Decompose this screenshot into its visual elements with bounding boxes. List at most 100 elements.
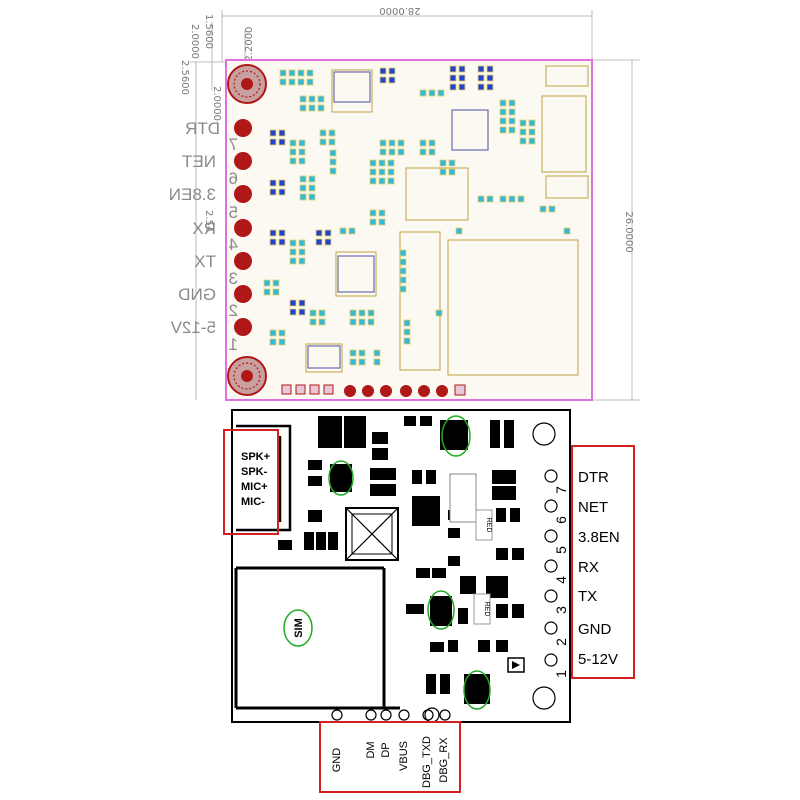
smd-pad (278, 338, 286, 346)
ghost-num-1: 1 (229, 335, 238, 354)
smd-pad (269, 179, 277, 187)
smd-pad (486, 74, 494, 82)
smd-pad (486, 195, 494, 203)
smd-pad (477, 195, 485, 203)
bottom-label-dbg-txd: DBG_TXD (421, 736, 433, 788)
audio-label-spk-plus: SPK+ (241, 451, 270, 463)
smd-component (496, 640, 508, 652)
right-label-rx: RX (578, 559, 599, 576)
smd-pad (319, 138, 327, 146)
smd-pad (278, 188, 286, 196)
dim-pitch-2: 2.54 (203, 210, 214, 232)
smd-pad (298, 308, 306, 316)
smd-pad (387, 177, 395, 185)
pin-number-1: 1 (553, 670, 569, 678)
smd-pad (289, 299, 297, 307)
smd-component (512, 604, 524, 618)
ghost-label-tx: TX (194, 252, 216, 271)
smd-pad (428, 148, 436, 156)
smd-pad (378, 177, 386, 185)
smd-pad (388, 148, 396, 156)
smd-pad (289, 148, 297, 156)
antenna-label-4g-bt: 4G-BT (438, 600, 445, 622)
pcb-pin-vias (234, 119, 252, 336)
smd-pad (373, 349, 381, 357)
smd-pad (499, 99, 507, 107)
smd-component (448, 528, 460, 538)
pcb-component-outlines (305, 65, 589, 376)
smd-pad (269, 138, 277, 146)
smd-pad (379, 148, 387, 156)
smd-pad (458, 65, 466, 73)
smd-pad (449, 65, 457, 73)
smd-pad (298, 248, 306, 256)
smd-pad (528, 137, 536, 145)
smd-component (496, 548, 508, 560)
smd-pad (367, 318, 375, 326)
antenna-label-4g-nb: 4G/NB (452, 426, 459, 447)
smd-component (460, 576, 476, 594)
smd-pad (269, 129, 277, 137)
smd-pad (289, 248, 297, 256)
smd-component (308, 510, 322, 522)
smd-pad (399, 285, 407, 293)
smd-pad (298, 239, 306, 247)
smd-component (496, 604, 508, 618)
pcb-pads (263, 65, 571, 366)
ghost-label-512v: 5-12V (170, 318, 216, 337)
smd-pad (508, 117, 516, 125)
smd-pad (403, 319, 411, 327)
smd-component (372, 448, 388, 460)
smd-pad (298, 148, 306, 156)
smd-pad (272, 279, 280, 287)
smd-pad (367, 309, 375, 317)
smd-pad (508, 99, 516, 107)
smd-pad (299, 193, 307, 201)
smd-pad (317, 95, 325, 103)
silkscreen-board (231, 409, 571, 723)
dim-offset-1: 1.5600 (203, 14, 214, 49)
smd-component (448, 640, 458, 652)
ghost-num-6: 6 (229, 169, 238, 188)
silkscreen-components (278, 416, 524, 694)
smd-pad (317, 104, 325, 112)
smd-pad (348, 227, 356, 235)
smd-pad (528, 119, 536, 127)
smd-pad (298, 157, 306, 165)
smd-component (492, 470, 516, 484)
smd-pad (508, 126, 516, 134)
smd-pad (299, 184, 307, 192)
right-pins-highlight-box (571, 445, 635, 679)
part-label-red-1: RED (485, 518, 492, 533)
smd-component (426, 470, 436, 484)
smd-pad (379, 67, 387, 75)
pin-number-4: 4 (553, 576, 569, 584)
smd-pad (318, 309, 326, 317)
mounting-circle-bottom (532, 686, 556, 710)
smd-pad (308, 184, 316, 192)
smd-pad (539, 205, 547, 213)
smd-pad (278, 138, 286, 146)
right-label-dtr: DTR (578, 469, 609, 486)
audio-label-mic-minus: MIC- (241, 496, 265, 508)
right-label-38en: 3.8EN (578, 529, 620, 546)
smd-pad (397, 148, 405, 156)
smd-pad (328, 138, 336, 146)
smd-component (448, 556, 460, 566)
smd-pad (278, 129, 286, 137)
ghost-label-rx: RX (192, 219, 216, 238)
silkscreen-view: SPK+ SPK- MIC+ MIC- SIM (223, 409, 635, 793)
smd-pad (563, 227, 571, 235)
smd-component (510, 508, 520, 522)
smd-component (504, 420, 514, 448)
smd-pad (369, 168, 377, 176)
smd-pad (329, 149, 337, 157)
sim-slot (234, 566, 400, 710)
ghost-label-gnd: GND (178, 285, 216, 304)
smd-component (486, 576, 508, 598)
smd-pad (278, 229, 286, 237)
dim-height: 26.0000 (623, 211, 634, 252)
bottom-pins-highlight-box (319, 721, 461, 793)
smd-component (308, 476, 322, 486)
smd-pad (378, 209, 386, 217)
